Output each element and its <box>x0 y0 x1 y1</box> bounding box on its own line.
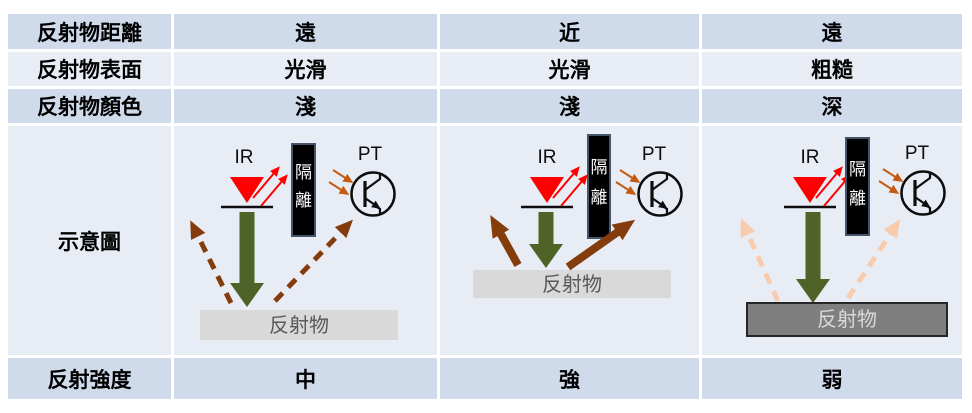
schematic-case1-svg: IR 隔 離 PT <box>190 143 398 340</box>
svg-text:PT: PT <box>358 144 383 165</box>
ir-emission-arrows-icon <box>552 166 588 207</box>
received-light-arrows-icon <box>878 168 904 195</box>
received-light-arrows-icon <box>615 169 641 196</box>
reflector: 反射物 <box>200 310 398 340</box>
row-label-reflection-intensity: 反射強度 <box>8 358 171 399</box>
svg-text:IR: IR <box>538 147 557 168</box>
svg-text:反射物: 反射物 <box>542 273 602 296</box>
emitted-beam-arrow <box>230 212 264 307</box>
barrier-icon: 隔 離 <box>587 134 611 239</box>
schematic-case2: IR 隔 離 PT <box>440 126 699 355</box>
svg-text:離: 離 <box>849 189 866 208</box>
reflection-arrows-medium <box>190 219 353 305</box>
svg-text:PT: PT <box>905 143 930 164</box>
color-value-case1: 淺 <box>174 89 437 123</box>
emitted-beam-arrow <box>529 212 563 268</box>
svg-text:隔: 隔 <box>591 158 608 177</box>
intensity-value-case3: 弱 <box>702 358 962 399</box>
surface-value-case2: 光滑 <box>440 52 699 86</box>
schematic-case3-svg: IR 隔 離 PT <box>740 137 948 337</box>
received-light-arrows-icon <box>328 169 354 196</box>
intensity-value-case2: 強 <box>440 358 699 399</box>
svg-text:IR: IR <box>235 147 254 168</box>
color-value-case2: 淺 <box>440 89 699 123</box>
svg-text:離: 離 <box>591 188 608 207</box>
phototransistor-icon: PT <box>900 143 946 216</box>
svg-text:IR: IR <box>801 147 820 168</box>
barrier-icon: 隔 離 <box>291 143 316 237</box>
phototransistor-icon: PT <box>350 144 396 217</box>
reflection-arrows-strong <box>490 215 636 271</box>
surface-value-case3: 粗糙 <box>702 52 962 86</box>
color-value-case3: 深 <box>702 89 962 123</box>
phototransistor-icon: PT <box>637 144 683 217</box>
ir-led-icon: IR <box>521 147 573 209</box>
row-label-reflector-surface: 反射物表面 <box>8 52 171 86</box>
schematic-case1: IR 隔 離 PT <box>174 126 437 355</box>
schematic-case3: IR 隔 離 PT <box>702 126 962 355</box>
svg-text:離: 離 <box>295 191 312 210</box>
reflection-arrows-weak <box>740 218 901 303</box>
comparison-table: 反射物距離 遠 近 遠 反射物表面 光滑 光滑 粗糙 反射物顏色 淺 淺 深 示… <box>8 14 962 399</box>
ir-led-icon: IR <box>784 147 836 209</box>
svg-text:PT: PT <box>642 144 667 165</box>
barrier-icon: 隔 離 <box>845 137 870 236</box>
reflector: 反射物 <box>746 302 948 337</box>
distance-value-case2: 近 <box>440 14 699 49</box>
intensity-value-case1: 中 <box>174 358 437 399</box>
row-label-reflector-color: 反射物顏色 <box>8 89 171 123</box>
reflector: 反射物 <box>473 270 671 298</box>
row-label-schematic: 示意圖 <box>8 126 171 355</box>
ir-led-icon: IR <box>221 147 273 209</box>
svg-text:反射物: 反射物 <box>817 308 877 331</box>
schematic-case2-svg: IR 隔 離 PT <box>473 134 683 298</box>
row-label-reflector-distance: 反射物距離 <box>8 14 171 49</box>
ir-emission-arrows-icon <box>815 166 851 207</box>
svg-text:隔: 隔 <box>295 163 312 182</box>
svg-text:隔: 隔 <box>849 160 866 179</box>
surface-value-case1: 光滑 <box>174 52 437 86</box>
emitted-beam-arrow <box>796 212 830 303</box>
svg-text:反射物: 反射物 <box>269 314 329 337</box>
distance-value-case3: 遠 <box>702 14 962 49</box>
distance-value-case1: 遠 <box>174 14 437 49</box>
ir-emission-arrows-icon <box>252 166 288 207</box>
